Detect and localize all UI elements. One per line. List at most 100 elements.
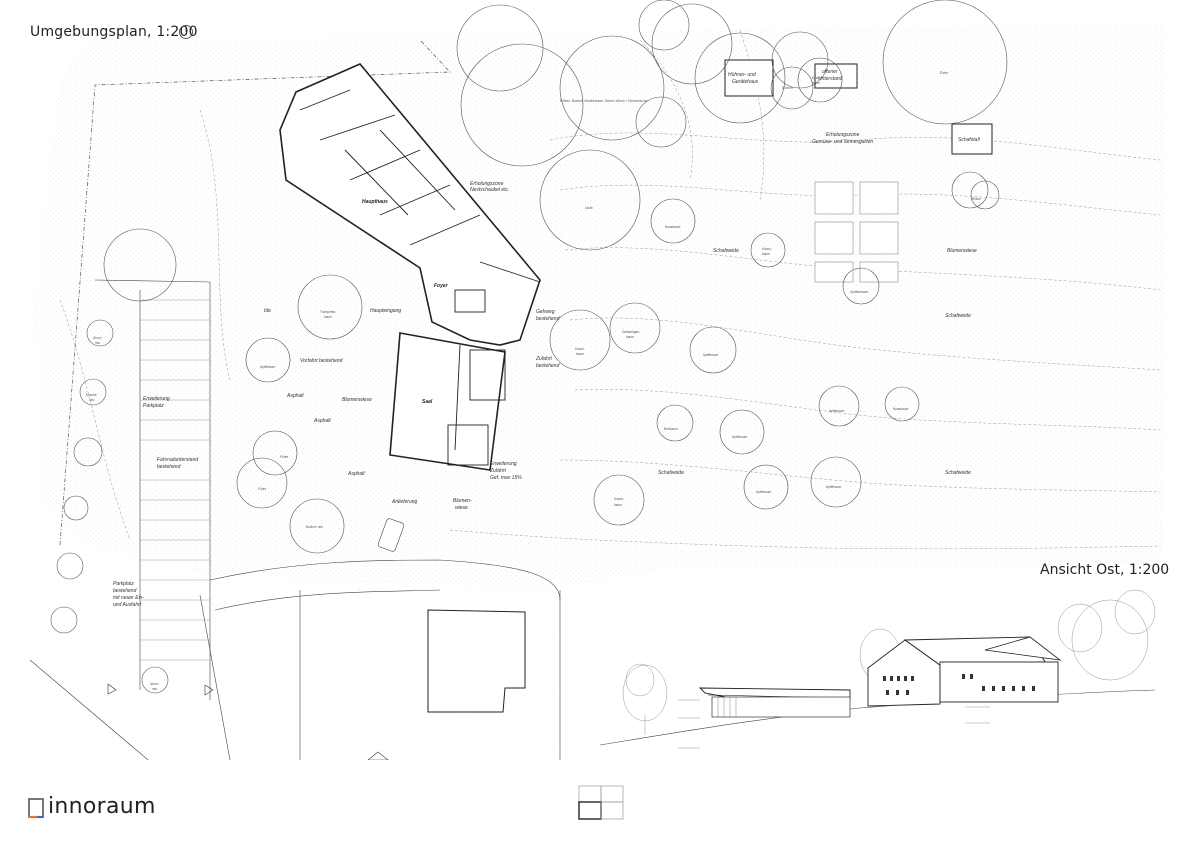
outbuildings — [427, 59, 993, 713]
unterstand — [814, 63, 858, 89]
tree-label: Apfelbaum — [732, 435, 748, 439]
brand-wordmark: innoraum — [48, 794, 156, 819]
area-label: Asphalt — [347, 471, 365, 477]
huehnerhaus — [724, 59, 774, 97]
area-label: Gerätehaus — [732, 79, 759, 85]
tree-label: Nussbaum — [893, 407, 909, 411]
label-foyer: Foyer — [434, 283, 449, 289]
tree-label: baum — [614, 503, 622, 507]
tree-label: Trompeten- — [320, 310, 336, 314]
tree-label: Kirsch- — [575, 347, 585, 351]
area-label: Zufahrt — [489, 468, 506, 474]
tree-label: baum — [812, 81, 820, 85]
site-terrain — [35, 24, 1165, 590]
area-label: bestehend — [536, 316, 560, 322]
trees — [50, 0, 1008, 694]
area-label: Gemüse- und Sinnesgarten — [812, 139, 873, 145]
tree-label: Kirsch- — [762, 247, 772, 251]
tree-label: Föhre — [258, 487, 267, 491]
tree-label: Apfelbaum — [260, 365, 276, 369]
tree-label: baum — [626, 335, 634, 339]
area-label: Schafweide — [945, 313, 971, 319]
tree-label: baum — [324, 315, 332, 319]
tree-label: neu — [89, 398, 95, 402]
area-label: Anlieferung — [391, 499, 418, 505]
tree-label: Birken — [972, 197, 981, 201]
neighbour-building — [427, 609, 526, 713]
area-label: Gef. max 15% — [490, 475, 522, 481]
tree-label: Quittenbaum — [850, 290, 869, 294]
area-label: bestehend — [157, 464, 181, 470]
area-label: Blumenwiese — [947, 248, 977, 254]
garden-beds — [814, 181, 899, 283]
area-label: Vorfahrt bestehend — [300, 358, 343, 364]
property-boundary — [59, 39, 451, 546]
tree-label: Apfelbaum — [826, 485, 842, 489]
tree-label: neu — [152, 687, 158, 691]
label-haupthaus: Haupthaus — [362, 199, 388, 205]
tree-label: Föhren, Buchen, Kirschbäume, Eichen, Aho… — [560, 99, 648, 103]
parked-car — [377, 518, 405, 552]
tree-label: Zwetschgen- — [622, 330, 640, 334]
parking-stalls — [140, 299, 210, 661]
area-label: wiese — [455, 505, 468, 511]
site-plan: Haupthaus Foyer Saal Erholungszone Nests… — [29, 0, 1165, 760]
area-label: Unterstand — [818, 76, 843, 82]
area-label: Asphalt — [313, 418, 331, 424]
tree-label: Ahorn — [93, 336, 102, 340]
area-label: Erweiterung — [490, 461, 517, 467]
tree-label: Kirsch- — [812, 76, 822, 80]
area-label: mit neuer Ein- — [113, 595, 144, 601]
area-label: Haupteingang — [370, 308, 401, 314]
tree-label: Apfelbaum — [703, 353, 719, 357]
area-label: Schafweide — [945, 470, 971, 476]
area-label: Hühner- und — [728, 72, 756, 78]
area-label: Gehweg — [536, 309, 555, 315]
tree-label: neu — [95, 341, 101, 345]
area-label: Erweiterung — [143, 396, 170, 402]
area-label: Schafstall — [958, 137, 981, 143]
area-label: Erholungszone — [826, 132, 860, 138]
area-label: und Ausfahrt — [113, 602, 142, 608]
haupthaus-building — [279, 63, 541, 346]
area-label: Erholungszone — [470, 181, 504, 187]
area-label: Blumenwiese — [342, 397, 372, 403]
tree-label: Eiche — [940, 71, 948, 75]
area-label: offener — [822, 69, 838, 75]
area-label: Parkplatz — [113, 581, 134, 587]
section-markers — [107, 683, 389, 760]
area-label: Nestschaukel etc. — [470, 187, 509, 193]
area-label: Ide — [264, 308, 271, 314]
area-label: Blumen- — [453, 498, 472, 504]
roads — [29, 279, 561, 760]
schafstall — [951, 123, 993, 155]
tree-label: Ahorn — [150, 682, 159, 686]
tree-label: Linde — [585, 206, 593, 210]
tree-label: Buchen — [782, 86, 793, 90]
tree-label: Nussbaum — [665, 225, 681, 229]
area-label: Schafweide — [658, 470, 684, 476]
tree-label: baum — [762, 252, 770, 256]
tree-label: Apfelbaum — [829, 409, 845, 413]
area-label: bestehend — [113, 588, 137, 594]
area-label: Schafweide — [713, 248, 739, 254]
tree-label: Buchen neu — [306, 525, 323, 529]
innoraum-logo-icon — [28, 798, 44, 819]
elevation-title: Ansicht Ost, 1:200 — [1040, 562, 1170, 578]
saal-building — [389, 332, 506, 471]
area-label: bestehend — [536, 363, 560, 369]
tree-label: Birnbaum — [664, 427, 678, 431]
area-label: Fahrradunterstand — [157, 457, 198, 463]
sheet-index-grid-icon — [578, 785, 624, 820]
tree-label: Kirsch- — [614, 497, 624, 501]
area-label: Asphalt — [286, 393, 304, 399]
area-label: Parkplatz — [143, 403, 164, 409]
tree-label: Kirsche — [86, 393, 97, 397]
tree-label: Apfelbaum — [756, 490, 772, 494]
tree-label: Föhre — [280, 455, 289, 459]
plan-title: Umgebungsplan, 1:200 — [30, 24, 198, 40]
tree-label: baum — [576, 352, 584, 356]
label-saal: Saal — [422, 399, 433, 405]
area-label: Zufahrt — [535, 356, 552, 362]
